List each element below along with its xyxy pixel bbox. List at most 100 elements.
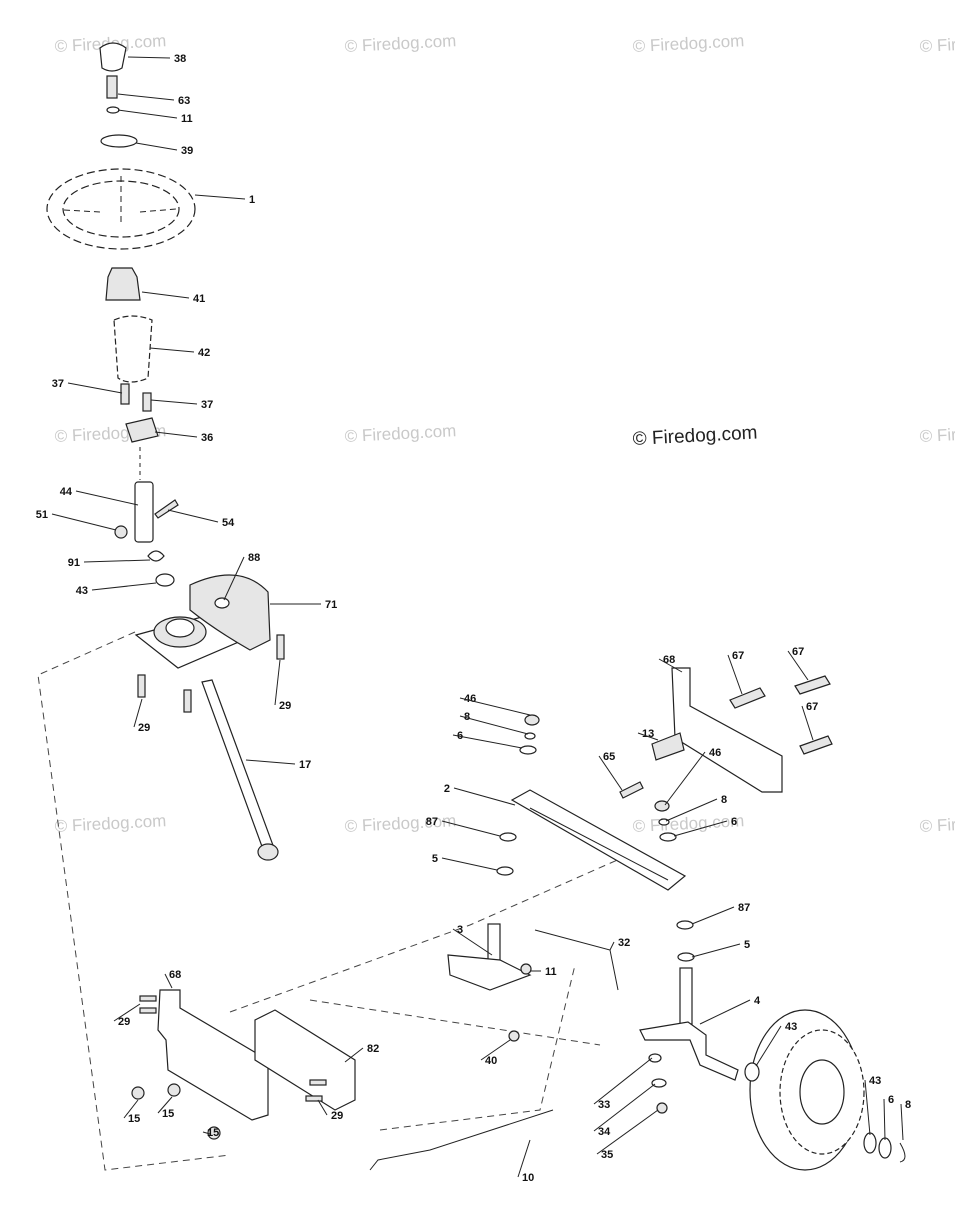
bellows-42 <box>113 315 153 383</box>
callout-91: 91 <box>68 557 80 569</box>
callout-65: 65 <box>603 751 615 763</box>
leader-line <box>452 928 493 956</box>
clip-91 <box>147 550 165 562</box>
callout-15: 15 <box>128 1113 140 1125</box>
bracket-68-right <box>671 667 783 793</box>
watermark-text: © Firedog.com <box>344 31 457 56</box>
leader-line <box>164 973 173 989</box>
leader-line <box>83 559 151 563</box>
leader-line <box>900 1103 904 1141</box>
callout-46: 46 <box>464 693 476 705</box>
leader-line <box>459 697 531 716</box>
watermark-text: © Firedog.com <box>344 421 457 446</box>
watermark-text: © Firedog.com <box>919 421 955 446</box>
bolt-29b <box>137 674 146 698</box>
leader-line <box>665 798 718 822</box>
washer-34 <box>651 1078 667 1088</box>
watermark-text: © Firedog.com <box>919 31 955 56</box>
washer-43-wheel <box>744 1062 760 1082</box>
steering-gear-assembly <box>134 573 285 861</box>
spacer-5b <box>677 952 695 962</box>
callout-8: 8 <box>905 1099 911 1111</box>
tie-rod-10 <box>369 1109 554 1171</box>
callout-67: 67 <box>732 650 744 662</box>
nut-15b <box>167 1083 181 1097</box>
callout-41: 41 <box>193 293 205 305</box>
leader-line <box>223 556 245 601</box>
callout-8: 8 <box>721 794 727 806</box>
callout-67: 67 <box>792 646 804 658</box>
leader-line <box>167 509 219 523</box>
callout-37: 37 <box>52 378 64 390</box>
callout-5: 5 <box>432 853 438 865</box>
bolt-67b <box>794 675 831 695</box>
assembly-outline <box>37 631 641 1171</box>
adapter-41 <box>105 267 141 301</box>
callout-13: 13 <box>642 728 654 740</box>
leader-line <box>452 734 523 749</box>
bolt-37b <box>142 392 152 412</box>
callout-17: 17 <box>299 759 311 771</box>
bolt-37a <box>120 383 130 405</box>
spindle-3 <box>447 954 532 991</box>
lower-bracket-assembly <box>131 989 356 1140</box>
leader-line <box>150 399 198 405</box>
leader-line <box>194 194 246 200</box>
leader-line <box>755 1025 782 1067</box>
gear-hub <box>165 618 195 638</box>
washer-33 <box>648 1053 662 1063</box>
leader-line <box>441 857 498 871</box>
leader-line <box>864 1079 871 1136</box>
bracket-36 <box>125 417 159 443</box>
leader-line <box>135 142 178 151</box>
pinion-gear <box>257 843 279 861</box>
leader-line <box>673 820 728 837</box>
leader-line <box>453 787 516 806</box>
leader-line <box>202 1131 211 1135</box>
callout-6: 6 <box>731 816 737 828</box>
callout-38: 38 <box>174 53 186 65</box>
bolt-29f <box>309 1079 327 1086</box>
callout-1: 1 <box>249 194 255 206</box>
callout-37: 37 <box>201 399 213 411</box>
leader-line <box>123 1099 139 1119</box>
leader-line <box>317 1099 328 1116</box>
bolt-29a <box>276 634 285 660</box>
callout-33: 33 <box>598 1099 610 1111</box>
callout-44: 44 <box>60 486 73 498</box>
leader-line <box>801 705 814 741</box>
watermark-text: © Firedog.com <box>919 811 955 836</box>
callout-43: 43 <box>76 585 88 597</box>
leader-line <box>459 715 529 735</box>
callout-5: 5 <box>744 939 750 951</box>
callout-87: 87 <box>426 816 438 828</box>
washer-39 <box>100 134 138 148</box>
leader-line <box>480 1039 511 1061</box>
callout-32: 32 <box>618 937 630 949</box>
bolt-63 <box>106 75 118 99</box>
leader-line <box>609 941 615 951</box>
leader-line <box>441 820 501 837</box>
callout-34: 34 <box>598 1126 611 1138</box>
leader-line <box>691 943 741 958</box>
callout-43: 43 <box>869 1075 881 1087</box>
leader-line <box>658 658 683 673</box>
bracket-68-left <box>157 989 269 1121</box>
callout-46: 46 <box>709 747 721 759</box>
callout-39: 39 <box>181 145 193 157</box>
steering-column-upper <box>46 42 196 562</box>
leader-line <box>51 513 117 531</box>
leader-line <box>154 431 198 438</box>
cap-46b <box>654 800 670 812</box>
bolt-67c <box>799 735 833 755</box>
leader-line <box>127 56 171 59</box>
bolt-67a <box>729 687 766 709</box>
leader-line <box>157 1096 173 1114</box>
front-wheel <box>744 1009 906 1171</box>
spacer-5a <box>496 866 514 876</box>
leader-line <box>593 1057 653 1105</box>
callout-67: 67 <box>806 701 818 713</box>
callout-87: 87 <box>738 902 750 914</box>
nut-51 <box>114 525 128 539</box>
